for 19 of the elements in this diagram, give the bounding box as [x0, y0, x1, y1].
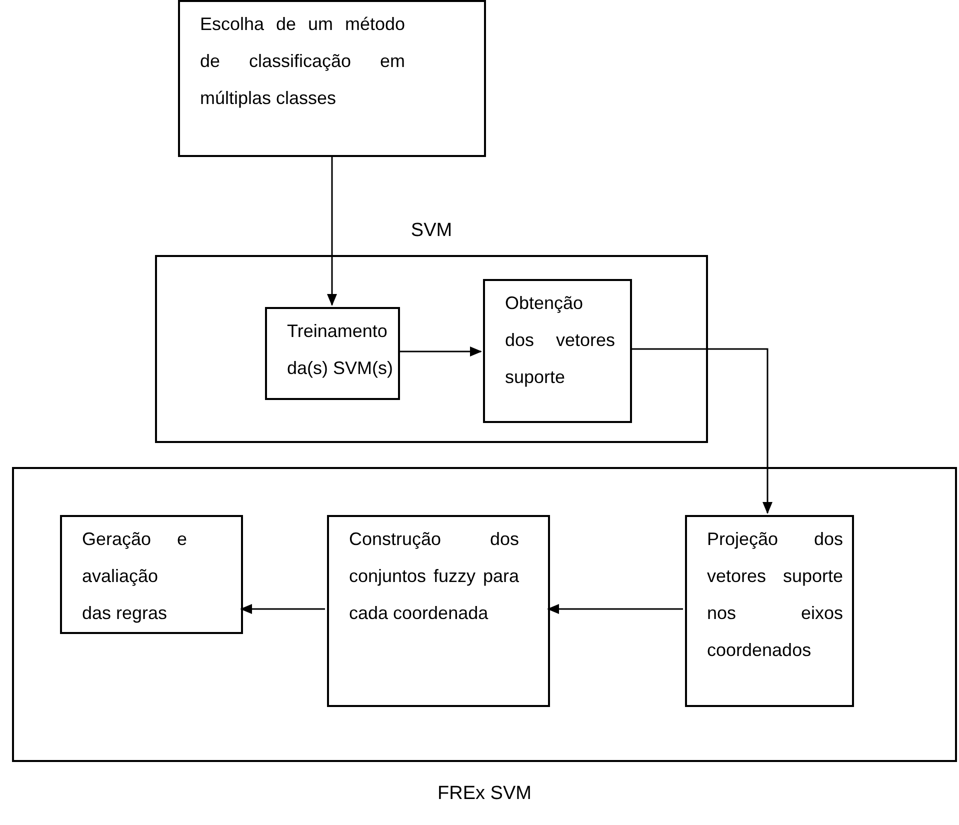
- box-text: Escolha de um método de classificação em múltiplas classes: [200, 13, 405, 110]
- group-heading: SVM: [410, 219, 454, 243]
- process-box: [685, 515, 854, 707]
- arrow: [327, 157, 337, 306]
- process-box: [327, 515, 550, 707]
- box-text: Construção dos conjuntos fuzzy para cada coordenada: [349, 528, 519, 625]
- process-box: [265, 307, 400, 400]
- box-text: Projeção dos vetores suporte nos eixos coordenados: [707, 528, 843, 662]
- process-box: [483, 279, 632, 423]
- process-box: [60, 515, 243, 634]
- arrow: [398, 346, 482, 356]
- box-text: Treinamento da(s) SVM(s): [287, 320, 394, 380]
- arrow: [547, 604, 683, 614]
- arrow: [240, 604, 325, 614]
- group-heading: FREx SVM: [436, 782, 532, 806]
- process-box: [178, 0, 486, 157]
- box-text: Obtenção dos vetores suporte: [505, 292, 615, 389]
- arrow: [630, 348, 772, 514]
- box-text: Geração e avaliação das regras: [82, 528, 187, 625]
